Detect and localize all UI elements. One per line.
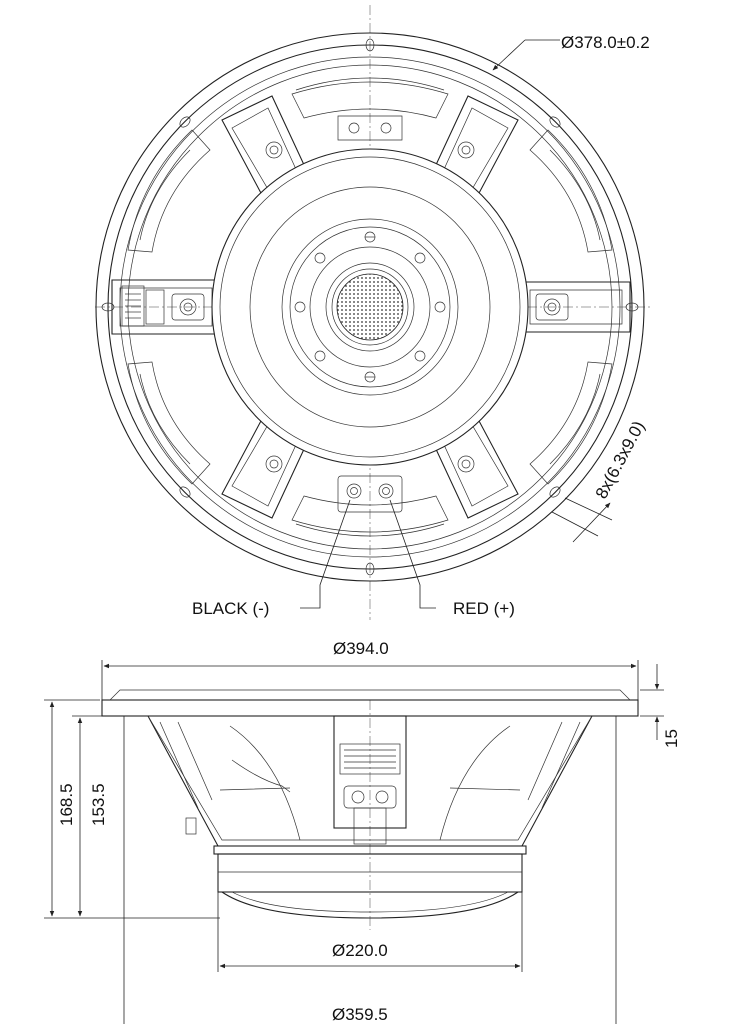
terminal-block (333, 715, 407, 829)
terminal-stem (353, 807, 387, 845)
red-terminal-leader (389, 499, 436, 609)
flange-gasket (109, 689, 631, 701)
vent-ring-outer (325, 262, 415, 352)
side-view: Ø394.0 15 168.5 153.5 Ø220.0 Ø359.5 (44, 639, 681, 1024)
magnet-plate-ring (289, 226, 451, 388)
magnet (217, 853, 523, 893)
hole-dim-ext-2 (551, 511, 599, 537)
hole-dim-ext-1 (564, 497, 613, 521)
magnet-diameter-label: Ø220.0 (332, 941, 388, 960)
outer-diameter-leader (492, 39, 526, 71)
terminal-label-plate (339, 743, 401, 775)
back-plate-inner (231, 891, 509, 913)
side-tab (185, 817, 197, 835)
hole-dim-leader (572, 502, 611, 543)
basket-windows (127, 77, 613, 537)
mounting-hole-circle (107, 44, 633, 570)
pole-bolts (294, 231, 446, 383)
mount-depth-label: 153.5 (89, 783, 108, 826)
outer-frame-ring (95, 32, 645, 582)
black-terminal-leader (300, 499, 351, 609)
label-plate (121, 285, 165, 327)
lead-wire (231, 759, 291, 793)
frame-diameter-label: Ø394.0 (333, 639, 389, 658)
frame-crossbars (219, 787, 521, 791)
surround-inner (219, 156, 521, 458)
flange-thickness-label: 15 (662, 729, 681, 748)
terminal-red-label: RED (+) (453, 599, 515, 618)
basket-rim (127, 64, 613, 550)
mounting-holes-label: 8x(6.3x9.0) (592, 418, 649, 502)
top-bracket (337, 115, 403, 141)
spoke-profiles (229, 725, 511, 841)
voice-coil-ring (281, 218, 459, 396)
bottom-terminals (337, 475, 403, 513)
spoke-bosses (171, 141, 569, 473)
cone-ring (249, 186, 491, 428)
back-plate (221, 891, 519, 919)
mounting-holes (101, 38, 639, 576)
basket-ribs (159, 721, 581, 809)
outer-diameter-label: Ø378.0±0.2 (561, 33, 650, 52)
basket-diameter-label: Ø359.5 (332, 1005, 388, 1024)
vent-ring-inner (331, 268, 409, 346)
terminal-black-label: BLACK (-) (192, 599, 269, 618)
total-depth-label: 168.5 (57, 783, 76, 826)
vent-mesh (336, 273, 404, 341)
pole-ring (309, 246, 431, 368)
front-view: BLACK (-) RED (+) Ø378.0±0.2 8x(6.3x9.0) (95, 5, 650, 620)
